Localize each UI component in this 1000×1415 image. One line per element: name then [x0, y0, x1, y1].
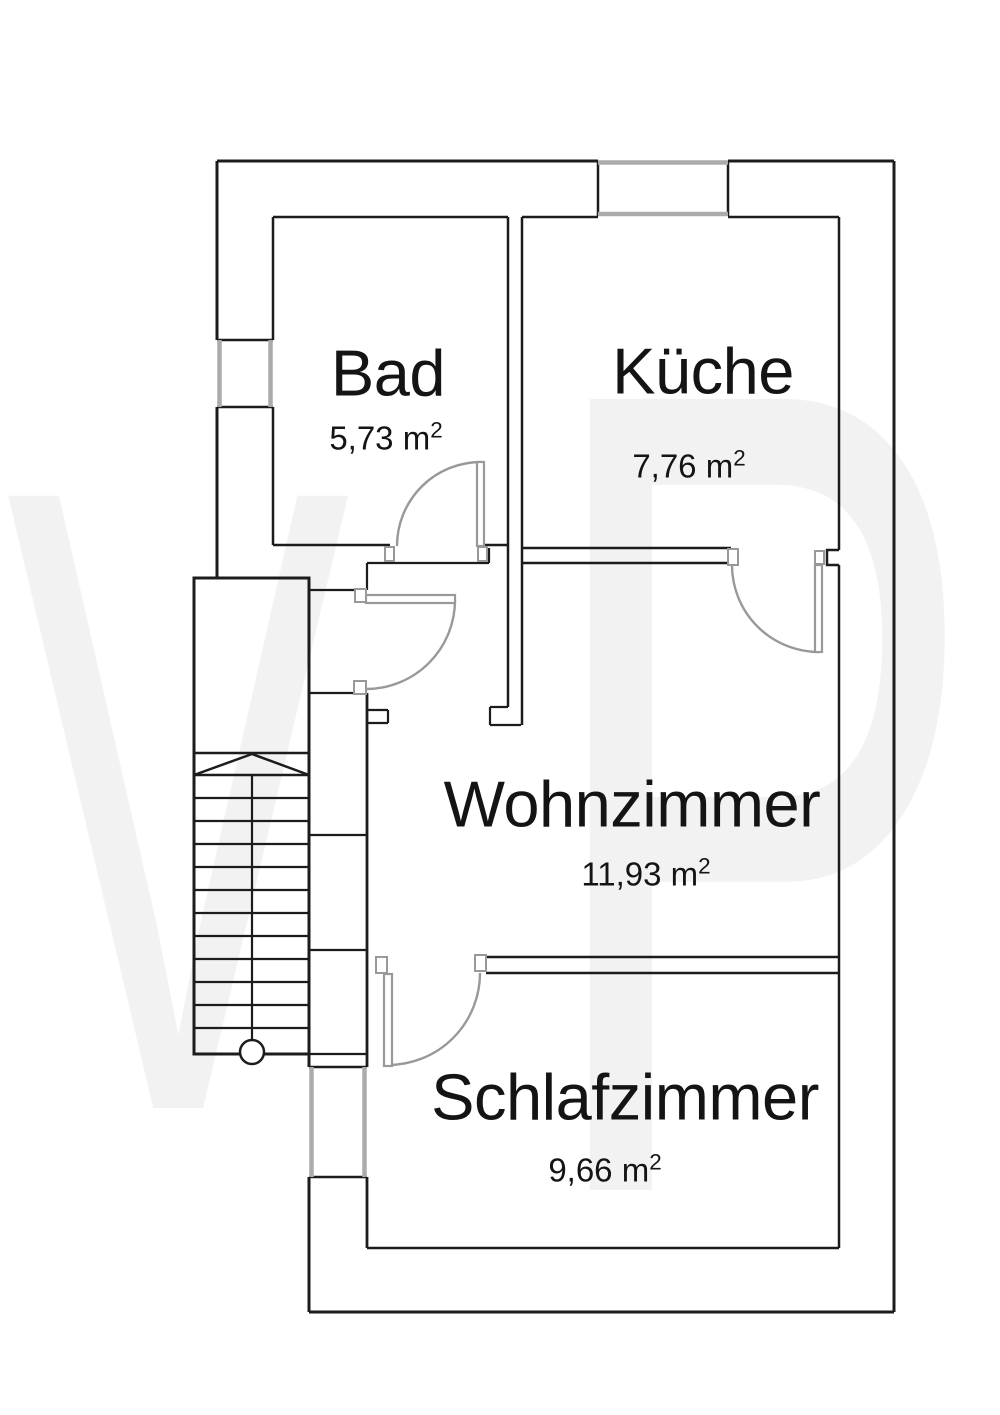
door-hinge [477, 546, 488, 562]
interior-walls [271, 215, 841, 1250]
window-left-lower [309, 1065, 367, 1179]
door-jamb [727, 548, 739, 566]
room-name: Bad [330, 336, 446, 410]
door-jamb [384, 546, 395, 562]
watermark-letter-p: P [535, 149, 980, 1415]
room-area-wohnzimmer: 11,93 m2 [581, 853, 711, 893]
door-hinge [375, 956, 388, 974]
room-label-kueche: Küche [612, 339, 794, 404]
room-area-sup: 2 [649, 1149, 662, 1175]
door-swing-arc [387, 972, 482, 1067]
staircase [192, 576, 311, 1066]
door-jamb [474, 954, 487, 972]
stair-newel-circle [238, 1038, 266, 1066]
door-kueche [727, 548, 825, 654]
window-top-kitchen [596, 160, 730, 217]
room-label-schlafzimmer: Schlafzimmer [431, 1065, 819, 1130]
window-left-bath [217, 338, 273, 409]
room-area-value: 11,93 m [581, 855, 699, 893]
door-leaf [813, 563, 824, 654]
door-swing-arc [730, 564, 820, 654]
door-schlafzimmer [375, 954, 487, 1068]
door-hinge [814, 550, 825, 565]
door-hinge [354, 588, 367, 603]
room-area-sup: 2 [733, 445, 746, 471]
door-leaf [364, 593, 457, 605]
room-area-schlafzimmer: 9,66 m2 [548, 1149, 662, 1189]
door-leaf [382, 972, 394, 1068]
outer-walls [215, 159, 896, 1314]
door-bad [384, 460, 488, 562]
room-name: Küche [612, 334, 794, 408]
room-area-value: 9,66 m [548, 1151, 650, 1189]
stair-winder-marker [193, 752, 310, 777]
room-area-sup: 2 [430, 417, 443, 443]
room-label-bad: Bad [331, 341, 446, 406]
room-label-wohnzimmer: Wohnzimmer [444, 772, 821, 837]
watermark-letter-v: V [6, 302, 351, 1297]
room-area-kueche: 7,76 m2 [632, 445, 746, 485]
room-name: Wohnzimmer [443, 767, 821, 841]
room-area-bad: 5,73 m2 [329, 417, 443, 457]
room-name: Schlafzimmer [431, 1060, 819, 1134]
door-swing-arc [365, 599, 457, 691]
door-entrance [353, 588, 457, 695]
room-area-sup: 2 [698, 853, 711, 879]
door-swing-arc [395, 460, 482, 547]
door-jamb [353, 680, 367, 695]
room-area-value: 5,73 m [329, 419, 431, 457]
door-leaf [475, 460, 486, 548]
room-area-value: 7,76 m [632, 447, 734, 485]
